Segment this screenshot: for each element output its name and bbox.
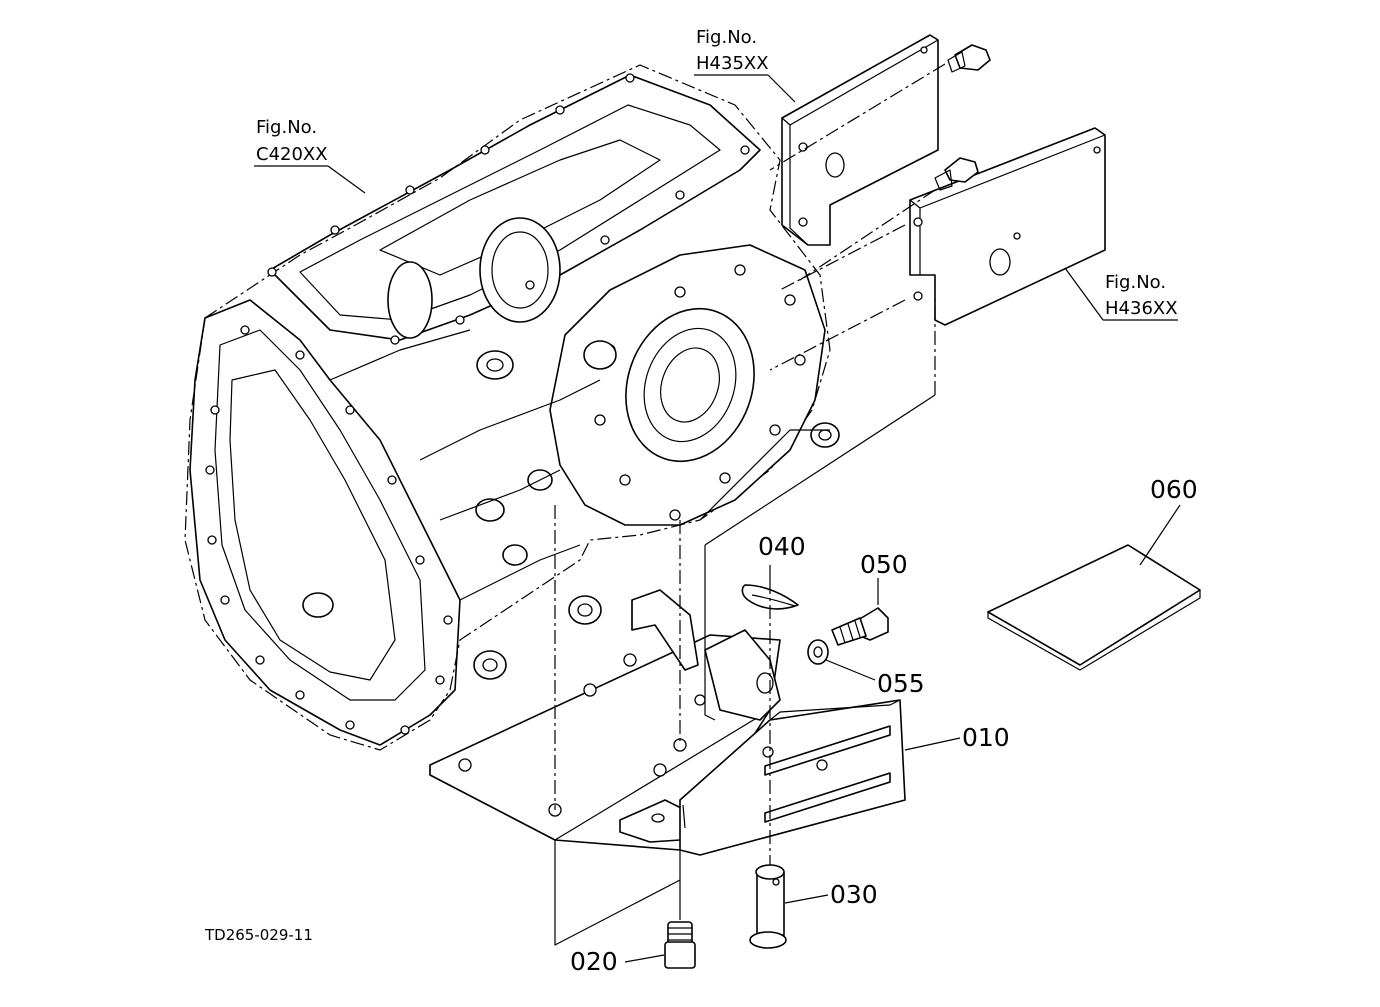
transmission-case	[184, 64, 840, 751]
part-010-bracket: 010	[429, 589, 1010, 856]
figref-c420-line2: C420XX	[256, 144, 328, 165]
callout-020: 020	[570, 947, 618, 976]
callout-060: 060	[1150, 475, 1198, 504]
assembly-lines	[554, 295, 936, 946]
plate-h436: Fig.No. H436XX	[769, 127, 1178, 371]
figref-h436-line2: H436XX	[1105, 298, 1178, 319]
part-040-clip: 040	[741, 532, 806, 610]
part-060-sheet: 060	[987, 475, 1201, 671]
part-020-bolt: 020	[570, 921, 696, 976]
part-055-washer: 055	[807, 639, 925, 698]
part-050-bolt: 050	[831, 550, 908, 646]
figref-c420-line1: Fig.No.	[256, 117, 317, 138]
figref-h436-line1: Fig.No.	[1105, 272, 1166, 293]
part-030-pin: 030	[749, 864, 878, 949]
callout-030: 030	[830, 880, 878, 909]
figref-c420: Fig.No. C420XX	[254, 117, 366, 194]
callout-055: 055	[877, 669, 925, 698]
callout-040: 040	[758, 532, 806, 561]
callout-050: 050	[860, 550, 908, 579]
drawing-code: TD265-029-11	[204, 926, 313, 944]
figref-h435-line1: Fig.No.	[696, 27, 757, 48]
figref-h435-line2: H435XX	[696, 53, 769, 74]
plate-h435: Fig.No. H435XX	[694, 27, 991, 246]
callout-010: 010	[962, 723, 1010, 752]
